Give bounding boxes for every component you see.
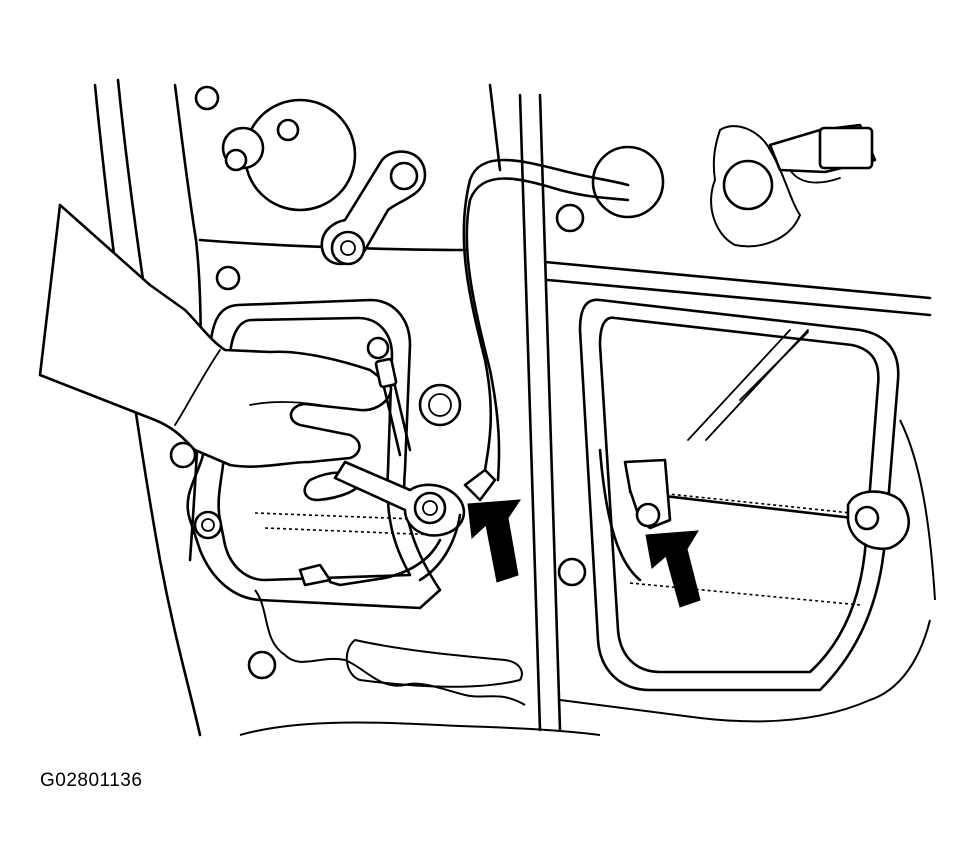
figure-code: G02801136: [40, 770, 143, 791]
door-frame: [93, 78, 932, 737]
line-drawing: [38, 78, 936, 737]
lower-panel: [239, 419, 936, 736]
hand-with-wrench: [38, 203, 497, 587]
wire-harness: [462, 123, 877, 482]
arrow-icon-left: [467, 499, 521, 583]
pointer-arrows: [467, 499, 701, 608]
upper-holes: [169, 85, 585, 680]
glass-opening: [557, 298, 910, 692]
arrow-icon-right: [645, 530, 701, 608]
